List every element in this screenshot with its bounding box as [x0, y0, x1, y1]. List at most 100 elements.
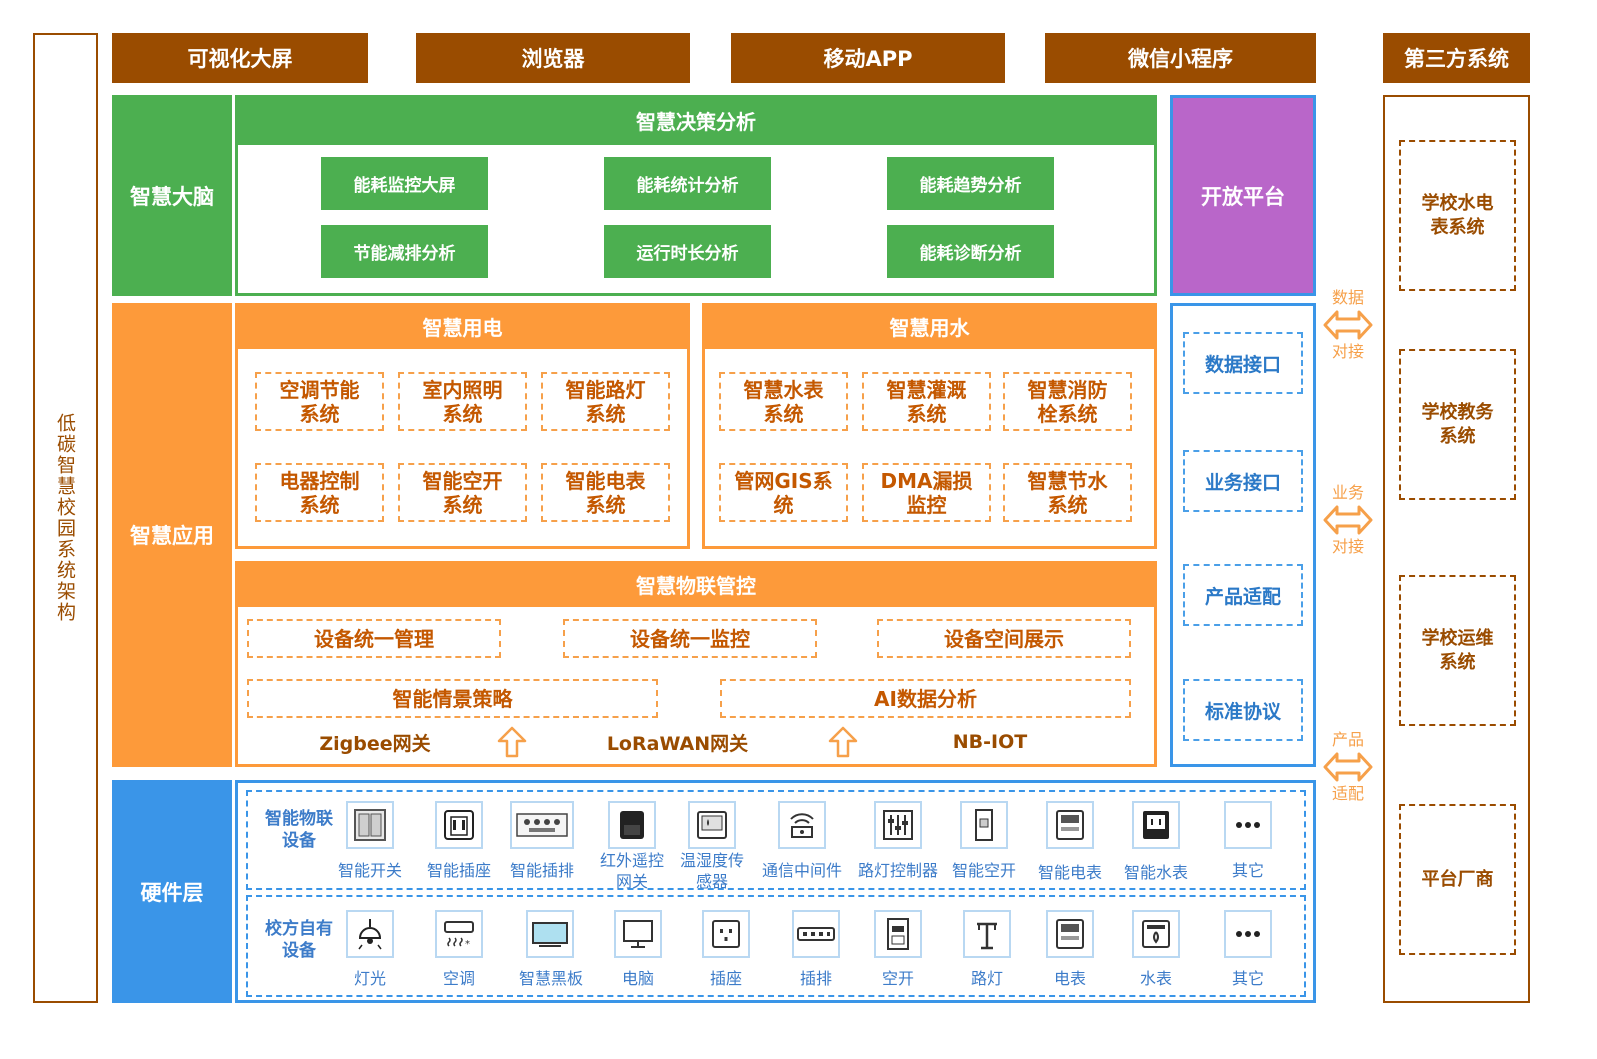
smart-breaker-icon[interactable] [960, 801, 1008, 849]
water-pipe-gis[interactable]: 管网GIS系统 [719, 463, 848, 522]
connector-data-bottom: 对接 [1331, 342, 1364, 361]
open-platform-frame [1170, 303, 1316, 767]
connector-business: 业务 对接 [1320, 483, 1376, 559]
device-label: 水表 [1139, 969, 1172, 988]
channel-wechat-miniprogram[interactable]: 微信小程序 [1045, 33, 1316, 83]
power-appliance-control[interactable]: 电器控制系统 [255, 463, 384, 522]
channel-mobile-app[interactable]: 移动APP [731, 33, 1005, 83]
brain-runtime-analysis[interactable]: 运行时长分析 [604, 225, 771, 278]
device-label: 插座 [709, 969, 742, 988]
water-title: 智慧用水 [702, 303, 1157, 349]
architecture-title: 低碳智慧校园系统架构 [54, 413, 76, 623]
third-party-vendor[interactable]: 平台厂商 [1399, 804, 1516, 955]
device-label: 插排 [799, 969, 832, 988]
open-platform-business-interface[interactable]: 业务接口 [1183, 450, 1303, 512]
open-platform-product-adaptation[interactable]: 产品适配 [1183, 564, 1303, 626]
device-label: 电表 [1053, 969, 1086, 988]
connector-product: 产品 适配 [1320, 730, 1376, 806]
device-label: 温湿度传感器 [679, 851, 744, 891]
water-dma-leak[interactable]: DMA漏损监控 [862, 463, 991, 522]
iot-device-monitoring[interactable]: 设备统一监控 [563, 619, 817, 658]
street-lamp-icon[interactable] [963, 910, 1011, 958]
smart-blackboard-icon[interactable] [526, 910, 574, 958]
channel-browser[interactable]: 浏览器 [416, 33, 690, 83]
iot-group-label: 智能物联设备 [265, 809, 333, 851]
device-label: 智慧黑板 [518, 969, 583, 988]
device-label: 路灯 [970, 969, 1003, 988]
brain-energy-trend[interactable]: 能耗趋势分析 [887, 157, 1054, 210]
smart-electric-meter-icon[interactable] [1046, 801, 1094, 849]
power-smart-meter[interactable]: 智能电表系统 [541, 463, 670, 522]
gateway-lorawan: LoRaWAN网关 [606, 732, 749, 755]
app-label: 智慧应用 [112, 303, 232, 767]
gateway-zigbee: Zigbee网关 [319, 732, 431, 755]
electric-meter-icon[interactable] [1046, 910, 1094, 958]
brain-emission-reduction[interactable]: 节能减排分析 [321, 225, 488, 278]
light-icon[interactable] [346, 910, 394, 958]
own-group-label: 校方自有设备 [265, 919, 333, 961]
temp-humidity-sensor-icon[interactable] [688, 801, 736, 849]
water-irrigation[interactable]: 智慧灌溉系统 [862, 372, 991, 431]
air-conditioner-icon[interactable]: * [435, 910, 483, 958]
computer-icon[interactable] [614, 910, 662, 958]
device-label: 空开 [881, 969, 914, 988]
iot-device-management[interactable]: 设备统一管理 [247, 619, 501, 658]
iot-scene-strategy[interactable]: 智能情景策略 [247, 679, 658, 718]
hardware-own-group [246, 895, 1306, 997]
third-party-academic[interactable]: 学校教务系统 [1399, 349, 1516, 500]
device-label: 红外遥控网关 [599, 851, 664, 891]
power-ac-saving[interactable]: 空调节能系统 [255, 372, 384, 431]
breaker-icon[interactable] [874, 910, 922, 958]
connector-data: 数据 对接 [1320, 288, 1376, 364]
device-label: 智能电表 [1037, 863, 1102, 882]
open-platform-standard-protocol[interactable]: 标准协议 [1183, 679, 1303, 741]
brain-label: 智慧大脑 [112, 95, 232, 296]
power-strip-icon[interactable] [792, 910, 840, 958]
brain-energy-diagnosis[interactable]: 能耗诊断分析 [887, 225, 1054, 278]
water-saving[interactable]: 智慧节水系统 [1003, 463, 1132, 522]
hardware-label: 硬件层 [112, 780, 232, 1003]
device-label: 智能插座 [426, 861, 491, 880]
water-smart-meter[interactable]: 智慧水表系统 [719, 372, 848, 431]
device-label: 智能空开 [951, 861, 1016, 880]
smart-switch-icon[interactable] [346, 801, 394, 849]
communication-middleware-icon[interactable] [778, 801, 826, 849]
third-party-water-power[interactable]: 学校水电表系统 [1399, 140, 1516, 291]
double-arrow-icon [1323, 752, 1373, 782]
device-label: 智能开关 [337, 861, 402, 880]
hardware-iot-group [246, 790, 1306, 890]
ir-gateway-icon[interactable] [608, 801, 656, 849]
water-meter-icon[interactable] [1132, 910, 1180, 958]
iot-device-space-display[interactable]: 设备空间展示 [877, 619, 1131, 658]
connector-product-top: 产品 [1331, 730, 1364, 749]
arrow-up-icon [492, 724, 532, 760]
socket-icon[interactable] [702, 910, 750, 958]
smart-socket-icon[interactable] [435, 801, 483, 849]
connector-business-bottom: 对接 [1331, 537, 1364, 556]
power-title: 智慧用电 [235, 303, 690, 349]
more-icon[interactable] [1224, 801, 1272, 849]
power-smart-breaker[interactable]: 智能空开系统 [398, 463, 527, 522]
iot-ai-analysis[interactable]: AI数据分析 [720, 679, 1131, 718]
left-architecture-frame: 低碳智慧校园系统架构 [33, 33, 98, 1003]
brain-energy-statistics[interactable]: 能耗统计分析 [604, 157, 771, 210]
connector-business-top: 业务 [1331, 483, 1364, 502]
channel-visual-screen[interactable]: 可视化大屏 [112, 33, 368, 83]
device-label: 其它 [1231, 861, 1264, 880]
street-lamp-controller-icon[interactable] [874, 801, 922, 849]
power-indoor-lighting[interactable]: 室内照明系统 [398, 372, 527, 431]
more-icon[interactable] [1224, 910, 1272, 958]
open-platform-data-interface[interactable]: 数据接口 [1183, 332, 1303, 394]
water-fire-hydrant[interactable]: 智慧消防栓系统 [1003, 372, 1132, 431]
smart-power-strip-icon[interactable] [510, 801, 574, 849]
double-arrow-icon [1323, 505, 1373, 535]
brain-energy-monitor-screen[interactable]: 能耗监控大屏 [321, 157, 488, 210]
device-label: 通信中间件 [761, 861, 842, 880]
gateway-nb-iot: NB-IOT [952, 731, 1028, 753]
open-platform-title[interactable]: 开放平台 [1170, 95, 1316, 296]
third-party-title: 第三方系统 [1383, 33, 1530, 83]
smart-water-meter-icon[interactable] [1132, 801, 1180, 849]
power-street-lamp[interactable]: 智能路灯系统 [541, 372, 670, 431]
third-party-operations[interactable]: 学校运维系统 [1399, 575, 1516, 726]
svg-text:*: * [465, 939, 470, 950]
